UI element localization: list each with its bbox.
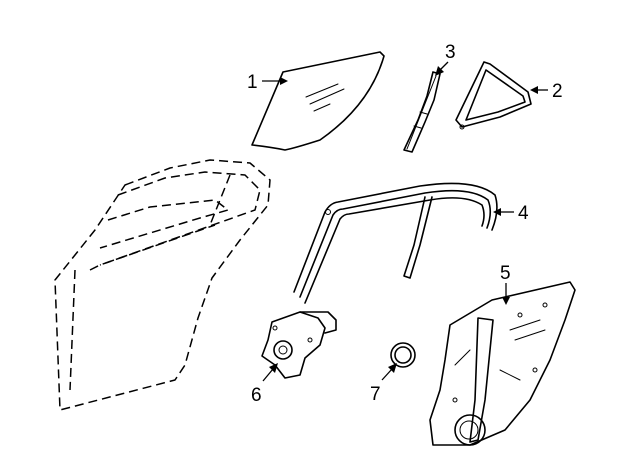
weatherstrip-frame <box>293 182 498 304</box>
grommet-plug <box>390 342 416 368</box>
callout-labels: 1 2 3 4 5 6 7 <box>247 42 563 406</box>
run-channel <box>403 71 441 153</box>
callout-7: 7 <box>370 384 381 405</box>
quarter-glass <box>455 61 532 130</box>
callout-leaders <box>262 61 548 382</box>
callout-5: 5 <box>500 263 511 284</box>
callout-4: 4 <box>518 203 529 224</box>
window-motor <box>261 311 337 379</box>
door-module-panel <box>429 281 576 446</box>
callout-1: 1 <box>247 72 258 93</box>
door-outline-dashed <box>54 159 271 411</box>
callout-3: 3 <box>445 42 456 63</box>
callout-2: 2 <box>552 81 563 102</box>
door-glass <box>251 51 385 151</box>
callout-6: 6 <box>251 385 262 406</box>
